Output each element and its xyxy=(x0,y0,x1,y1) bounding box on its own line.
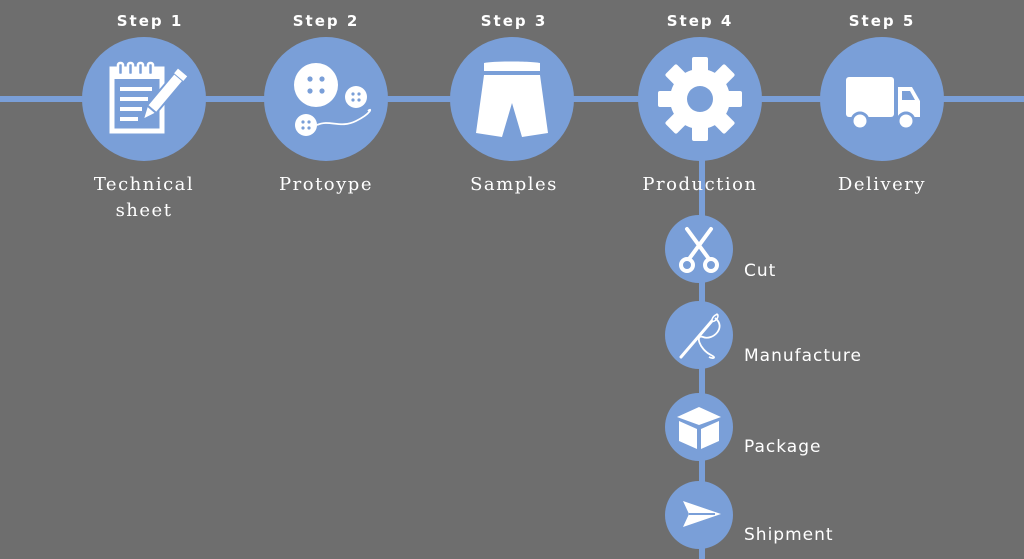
substep-shipment-label: Shipment xyxy=(744,525,834,545)
step-5-label: Step 5 xyxy=(848,12,916,30)
step-3-circle xyxy=(450,37,574,161)
step-3-name: Samples xyxy=(470,174,558,195)
shorts-icon xyxy=(476,61,548,137)
step-2-name: Protoype xyxy=(279,174,373,195)
step-2-label: Step 2 xyxy=(292,12,360,30)
step-5-name: Delivery xyxy=(837,174,927,195)
step-5-circle xyxy=(820,37,944,161)
step-2-circle xyxy=(264,37,388,161)
notepad-pencil-icon xyxy=(109,61,188,134)
step-4-name: Production xyxy=(642,174,758,195)
substep-package-label: Package xyxy=(744,437,822,457)
step-3-label: Step 3 xyxy=(480,12,548,30)
step-4-circle xyxy=(638,37,762,161)
step-1-circle xyxy=(82,37,206,161)
step-1-name: Technical sheet xyxy=(93,174,195,221)
scissors-icon xyxy=(679,227,719,273)
needle-thread-icon xyxy=(679,313,721,359)
buttons-thread-icon xyxy=(294,63,372,136)
substep-cut-circle xyxy=(665,215,733,283)
substep-manufacture-label: Manufacture xyxy=(744,346,862,366)
step-4-label: Step 4 xyxy=(666,12,734,30)
substep-manufacture-circle xyxy=(665,301,733,369)
box-icon xyxy=(677,407,721,449)
step-1-label: Step 1 xyxy=(116,12,184,30)
gear-icon xyxy=(658,57,742,141)
substep-cut-label: Cut xyxy=(744,261,777,281)
truck-icon xyxy=(846,77,920,131)
substep-shipment-circle xyxy=(665,481,733,549)
paper-plane-icon xyxy=(683,501,721,527)
substep-package-circle xyxy=(665,393,733,461)
